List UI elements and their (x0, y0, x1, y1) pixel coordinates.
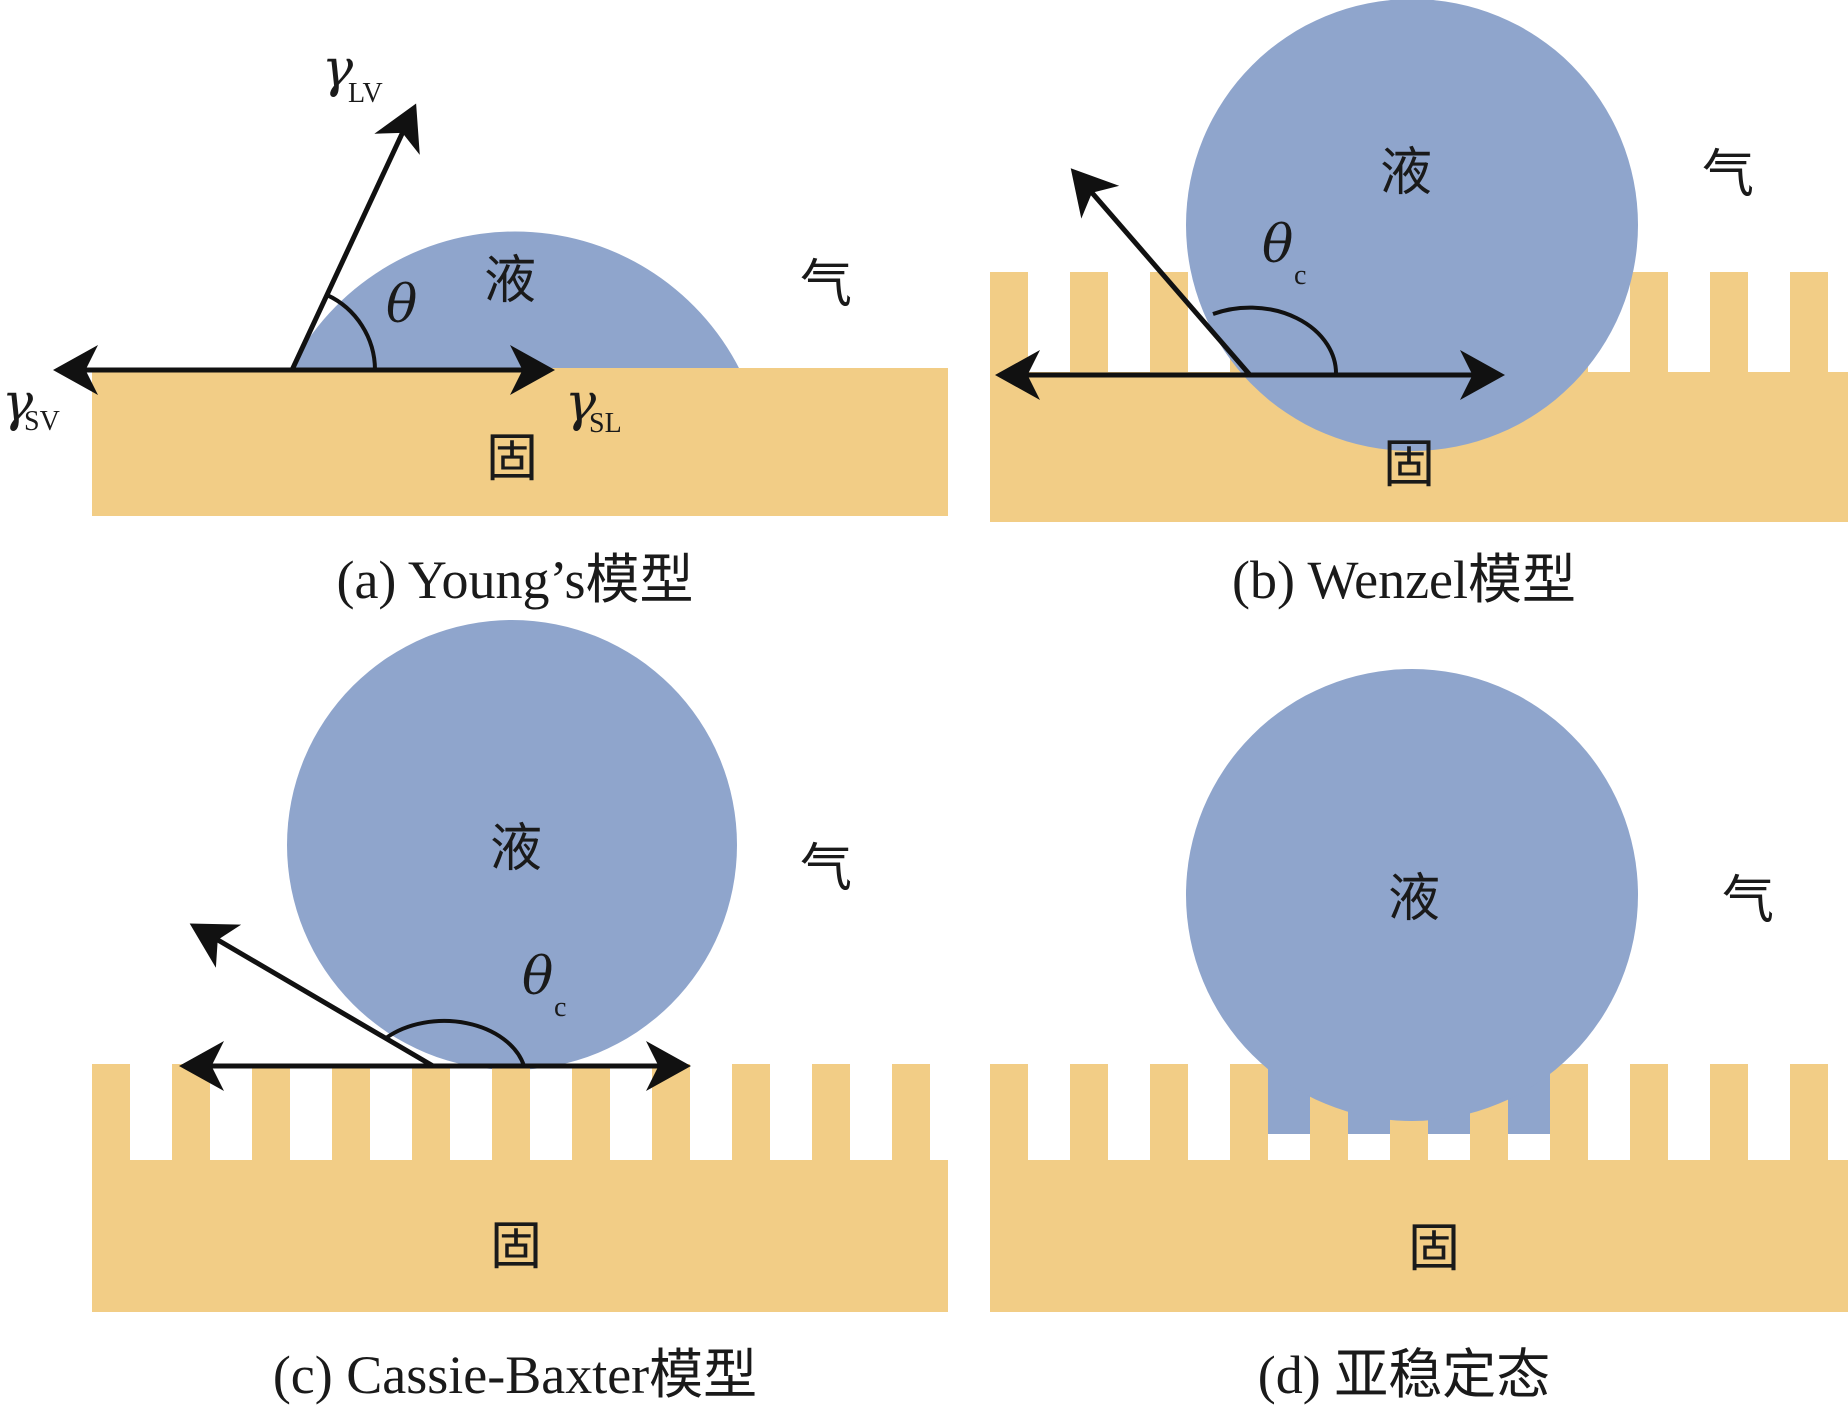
pillar (1150, 272, 1188, 373)
vapor-label: 气 (1722, 871, 1774, 931)
pillar (412, 1064, 450, 1161)
pillar (332, 1064, 370, 1161)
gamma-sv-subscript: SV (24, 406, 60, 437)
panel-a-young: θ 液 气 固 γ LV γ SV γ SL (a) Young’s模型 (2, 39, 948, 610)
contact-angle-arc (1212, 305, 1339, 376)
solid-label: 固 (1408, 1219, 1460, 1279)
tangent-arrow (1070, 168, 1252, 377)
substrate-base (92, 1160, 948, 1312)
theta-c-subscript: c (554, 992, 566, 1023)
pillar (1070, 272, 1108, 373)
pillar (812, 1064, 850, 1161)
panel-c-cassie-baxter: θ c 液 气 固 (c) Cassie-Baxter模型 (92, 620, 948, 1405)
vapor-label: 气 (1702, 145, 1754, 205)
vapor-label: 气 (800, 839, 852, 899)
theta-c-subscript: c (1294, 260, 1306, 291)
gamma-lv-subscript: LV (348, 78, 383, 109)
liquid-label: 液 (1388, 869, 1440, 929)
caption-a: (a) Young’s模型 (336, 550, 693, 610)
gamma-lv-symbol: γ (322, 39, 354, 99)
pillar (1230, 1064, 1268, 1161)
theta-label: θ (386, 275, 417, 335)
pillar (1790, 1064, 1828, 1161)
gamma-sv-symbol: γ (2, 373, 34, 433)
contact-angle-arc (326, 293, 377, 371)
gamma-sl-symbol: γ (565, 373, 597, 433)
solid-label: 固 (490, 1217, 542, 1277)
pillar (1550, 1064, 1588, 1161)
pillar (252, 1064, 290, 1161)
pillar (572, 1064, 610, 1161)
liquid-label: 液 (484, 251, 536, 311)
substrate-base (990, 1160, 1848, 1312)
gamma-lv-arrow (289, 103, 420, 372)
pillar (1150, 1064, 1188, 1161)
pillar (92, 1064, 130, 1161)
solid-substrate (92, 1064, 948, 1312)
caption-d: (d) 亚稳定态 (1258, 1345, 1550, 1405)
pillar (990, 1064, 1028, 1161)
pillar (1630, 272, 1668, 373)
pillar (990, 272, 1028, 373)
pillar (892, 1064, 930, 1161)
droplet-body (1186, 0, 1638, 451)
droplet-body (1186, 669, 1638, 1121)
vapor-label: 气 (800, 255, 852, 315)
pillar (1070, 1064, 1108, 1161)
pillar (1790, 272, 1828, 373)
pillar (492, 1064, 530, 1161)
theta-c-symbol: θ (522, 947, 553, 1007)
panel-b-wenzel: θ c 液 气 固 (b) Wenzel模型 (990, 0, 1848, 610)
liquid-droplet (290, 231, 740, 370)
caption-c: (c) Cassie-Baxter模型 (273, 1345, 757, 1405)
pillar (1710, 1064, 1748, 1161)
theta-c-symbol: θ (1262, 215, 1293, 275)
pillar (172, 1064, 210, 1161)
liquid-label: 液 (1380, 143, 1432, 203)
solid-label: 固 (1383, 435, 1435, 495)
pillar (652, 1064, 690, 1161)
liquid-droplet (287, 620, 737, 1070)
tangent-arrow (189, 923, 435, 1069)
panel-d-metastable: 液 气 固 (d) 亚稳定态 (990, 669, 1848, 1405)
caption-b: (b) Wenzel模型 (1232, 550, 1576, 610)
solid-label: 固 (486, 429, 538, 489)
liquid-droplet (1186, 669, 1638, 1121)
pillar (732, 1064, 770, 1161)
pillar (1710, 272, 1748, 373)
liquid-droplet (1186, 0, 1638, 451)
pillar (1630, 1064, 1668, 1161)
gamma-sl-subscript: SL (589, 408, 622, 439)
contact-angle-arc (384, 1018, 526, 1067)
liquid-label: 液 (490, 819, 542, 879)
